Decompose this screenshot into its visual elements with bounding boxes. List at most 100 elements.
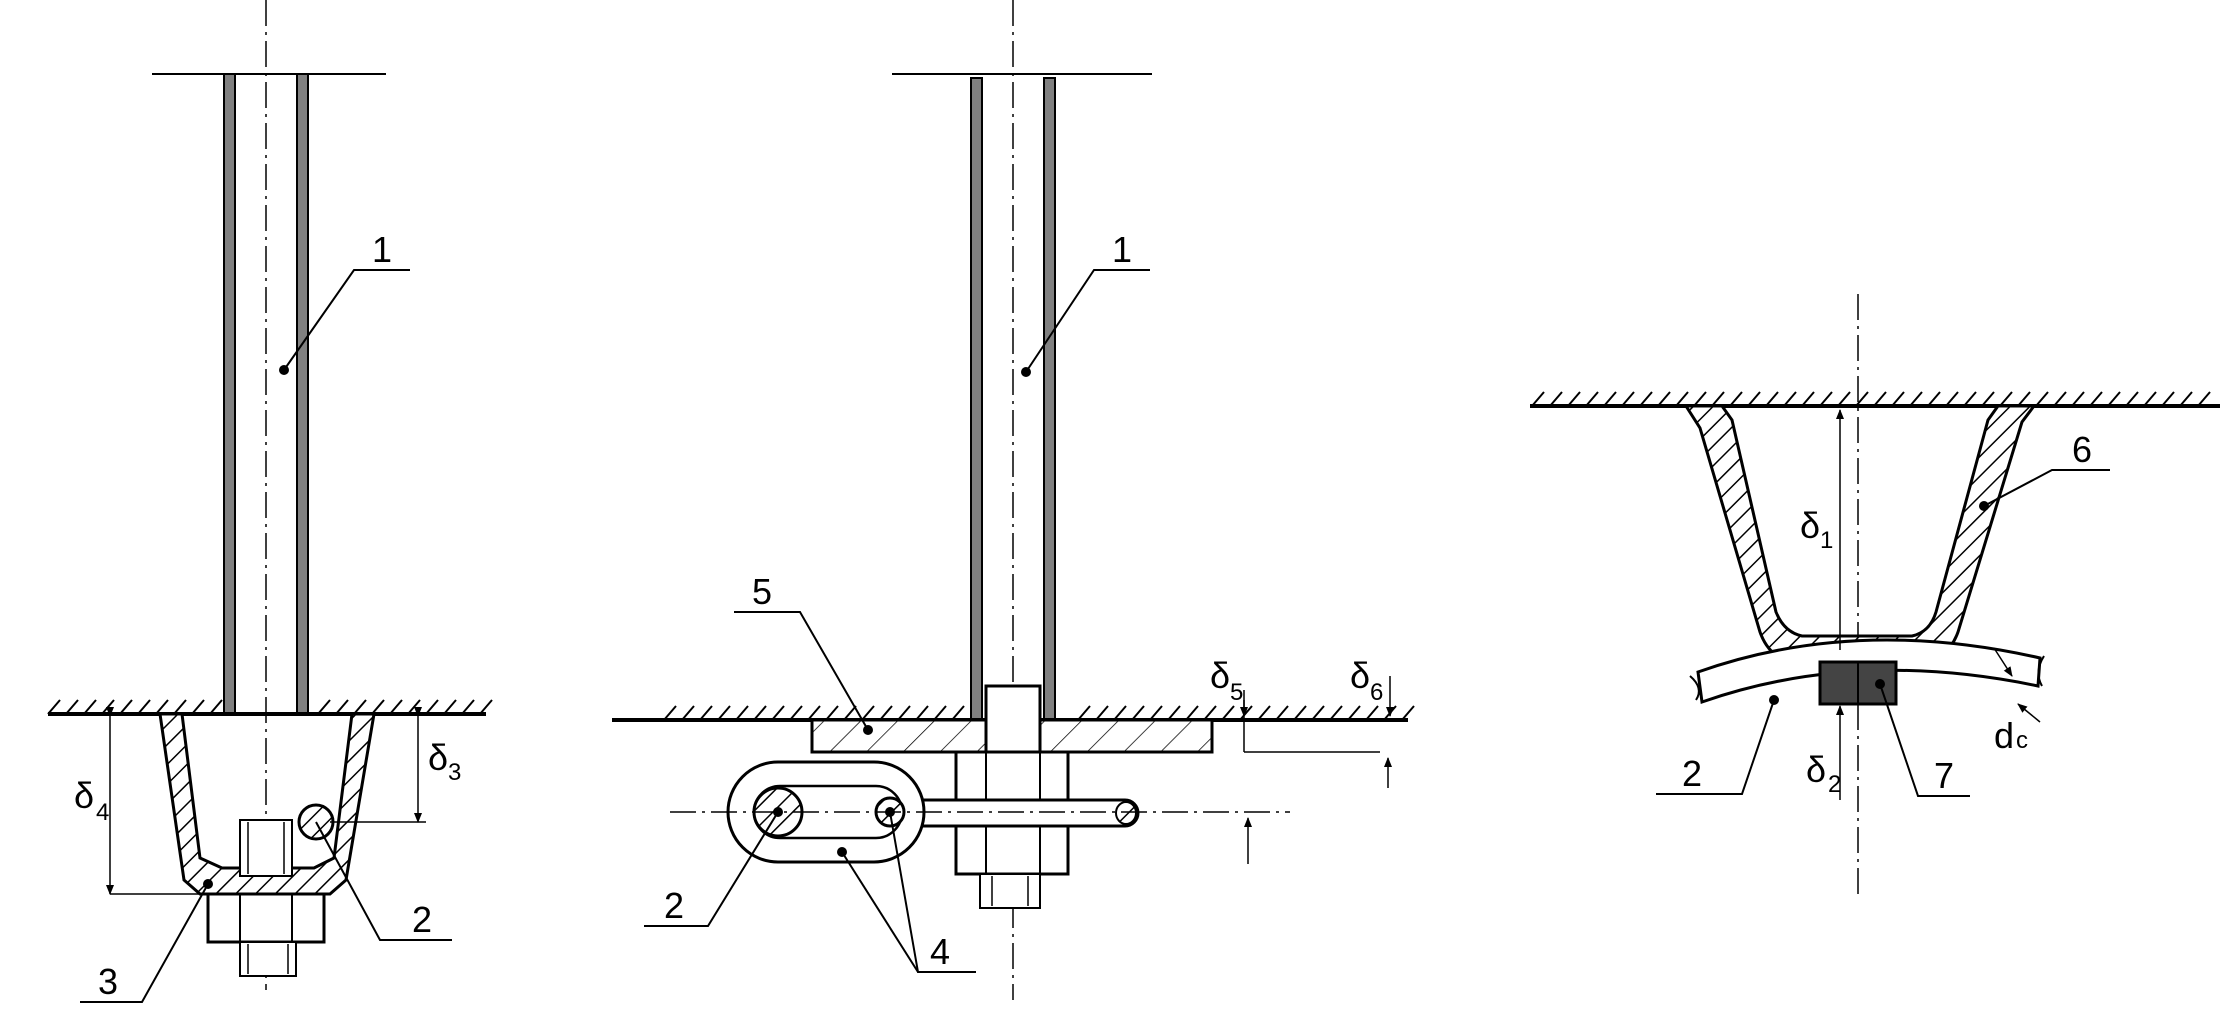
nut <box>206 892 326 944</box>
dim-d4-sub: 4 <box>96 799 109 826</box>
ground-hatch-mark <box>173 699 187 715</box>
ground-hatch-mark <box>1639 391 1653 407</box>
ground-hatch-mark <box>155 699 169 715</box>
ground-hatch-mark <box>843 705 857 721</box>
leader-1 <box>1025 269 1150 373</box>
leader-2 <box>315 821 452 941</box>
ground-hatch-mark <box>2107 391 2121 407</box>
ground-hatch-mark <box>1891 391 1905 407</box>
ground-hatch-mark <box>1927 391 1941 407</box>
dim-d6-sub: 6 <box>1370 679 1383 706</box>
label-1: 1 <box>1112 229 1132 270</box>
dim-d6-symbol: δ <box>1350 655 1370 696</box>
leader-3 <box>80 883 209 1003</box>
ground-hatch-mark <box>2017 391 2031 407</box>
dim-d3-sub: 3 <box>448 759 461 786</box>
ground-hatch-mark <box>1329 705 1343 721</box>
dim-d5-sub: 5 <box>1230 679 1243 706</box>
ground-hatch-mark <box>353 699 367 715</box>
ground-hatch-mark <box>1855 391 1869 407</box>
ground-hatch-mark <box>1747 391 1761 407</box>
ground-hatch-mark <box>2143 391 2157 407</box>
ground-hatch-mark <box>1765 391 1779 407</box>
nut-lower <box>954 824 1070 876</box>
ground-hatch-mark <box>47 699 61 715</box>
ground-hatch-mark <box>1981 391 1995 407</box>
ground-hatch-mark <box>1711 391 1725 407</box>
ground-hatch-mark <box>717 705 731 721</box>
leader-6 <box>1983 469 2110 507</box>
label-2: 2 <box>1682 753 1702 794</box>
tube-wall-right <box>296 73 309 715</box>
ground-hatch-mark <box>1801 391 1815 407</box>
ground-hatch-mark <box>1203 705 1217 721</box>
ground-hatch-mark <box>1239 705 1253 721</box>
ground-hatch-mark <box>1275 705 1289 721</box>
ground-hatch-mark <box>2053 391 2067 407</box>
ground-hatch <box>47 699 493 715</box>
ground-hatch-mark <box>699 705 713 721</box>
ground-hatch-mark <box>1401 705 1415 721</box>
ground-hatch-mark <box>879 705 893 721</box>
wire-curved <box>1696 638 2042 705</box>
ground-hatch-mark <box>1945 391 1959 407</box>
ground-hatch-mark <box>2179 391 2193 407</box>
ground-hatch-mark <box>1603 391 1617 407</box>
ground-hatch-mark <box>65 699 79 715</box>
nut-upper <box>954 750 1070 802</box>
ground-hatch <box>1531 391 2211 407</box>
dim-d2-sub: 2 <box>1828 771 1841 798</box>
leader-7 <box>1879 683 1970 797</box>
ground-hatch-mark <box>407 699 421 715</box>
ground-hatch-mark <box>1131 705 1145 721</box>
ground-hatch-mark <box>1311 705 1325 721</box>
cup-section <box>1683 404 2037 664</box>
ground-hatch-mark <box>1185 705 1199 721</box>
label-7: 7 <box>1934 755 1954 796</box>
leader-2 <box>644 811 779 927</box>
ground-hatch-mark <box>1347 705 1361 721</box>
ground-hatch-mark <box>771 705 785 721</box>
ground-hatch-mark <box>2197 391 2211 407</box>
ground-hatch-mark <box>1675 391 1689 407</box>
tube-wall-right <box>1043 77 1056 721</box>
label-4: 4 <box>930 931 950 972</box>
dim-d4-symbol: δ <box>74 775 94 816</box>
ground-hatch-mark <box>1873 391 1887 407</box>
ground-hatch-mark <box>335 699 349 715</box>
ground-hatch-mark <box>753 705 767 721</box>
leader-2 <box>1656 699 1775 795</box>
leader-5 <box>734 611 869 731</box>
ground-hatch-mark <box>2161 391 2175 407</box>
ground-hatch-mark <box>2035 391 2049 407</box>
ground-hatch-mark <box>1909 391 1923 407</box>
ground-hatch-mark <box>1693 391 1707 407</box>
ground-hatch-mark <box>479 699 493 715</box>
leader-4 <box>889 811 976 973</box>
ground-hatch-mark <box>2089 391 2103 407</box>
ground-hatch-mark <box>1365 705 1379 721</box>
ground-hatch-mark <box>807 705 821 721</box>
ground-hatch-mark <box>1567 391 1581 407</box>
ground-hatch-mark <box>191 699 205 715</box>
ground-hatch-mark <box>789 705 803 721</box>
label-2: 2 <box>664 885 684 926</box>
ground-hatch-mark <box>317 699 331 715</box>
dim-d3-symbol: δ <box>428 737 448 778</box>
rod <box>888 798 1140 828</box>
ground-hatch-mark <box>119 699 133 715</box>
ground-hatch-mark <box>1293 705 1307 721</box>
dim-d2-symbol: δ <box>1806 749 1826 790</box>
left-figure: δ 4 δ 3 1 2 3 <box>47 0 493 1003</box>
ground-hatch-mark <box>209 699 223 715</box>
ground-hatch-mark <box>1657 391 1671 407</box>
bolt-end <box>239 941 297 977</box>
ground-hatch-mark <box>951 705 965 721</box>
ground-hatch-mark <box>1585 391 1599 407</box>
dim-dc-sub: c <box>2016 727 2028 754</box>
ground-hatch-mark <box>83 699 97 715</box>
dim-d1-symbol: δ <box>1800 505 1820 546</box>
ground-hatch-mark <box>1531 391 1545 407</box>
